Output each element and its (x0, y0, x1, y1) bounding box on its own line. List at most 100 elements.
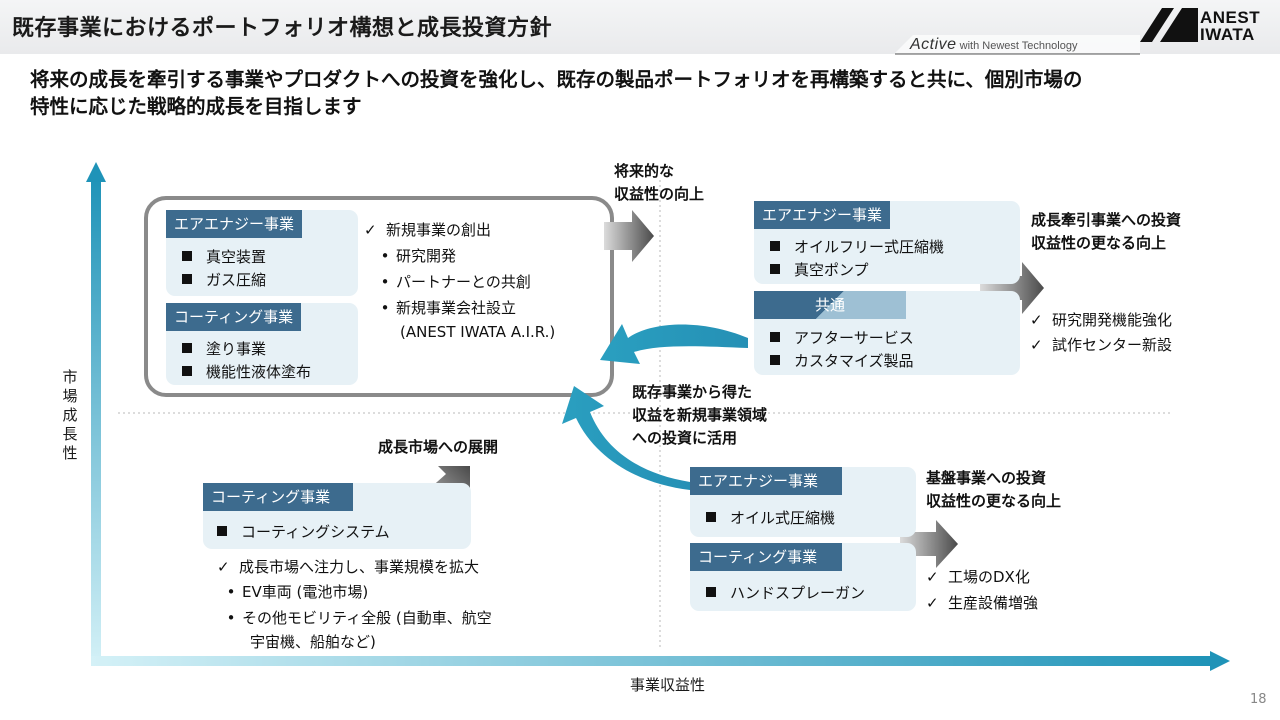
tagline: Active with Newest Technology (910, 36, 1077, 54)
heading-line: 収益性の更なる向上 (1031, 234, 1167, 252)
bullet-dot-icon: • (380, 299, 390, 317)
top-right-common-label: 共通 (754, 291, 906, 319)
check-icon: ✓ (926, 594, 939, 612)
list-item-text: オイル式圧縮機 (730, 509, 836, 527)
reinvest-curve-arrow-bottom-icon (562, 386, 690, 490)
tagline-brand: Active (910, 36, 957, 53)
x-axis-line (91, 656, 1211, 666)
future-profit-label: 将来的な 収益性の向上 (614, 160, 704, 206)
list-item: ✓ 生産設備増強 (926, 591, 1038, 615)
list-item: 真空装置 (182, 246, 266, 267)
company-logo: ANEST IWATA (1200, 9, 1260, 43)
top-left-coating-label: コーティング事業 (166, 303, 302, 331)
y-axis-label-char: 長 (62, 425, 78, 443)
y-axis-arrowhead (86, 162, 106, 182)
list-item-text: ハンドスプレーガン (730, 584, 866, 602)
bullet-square-icon (182, 343, 192, 353)
bullet-dot-icon: • (226, 609, 236, 627)
bottom-left-check: ✓ 成長市場へ注力し、事業規模を拡大 (217, 555, 479, 579)
logo-line1: ANEST (1200, 8, 1261, 27)
bullet-square-icon (182, 251, 192, 261)
list-item: ガス圧縮 (182, 269, 266, 290)
bottom-left-coating-label: コーティング事業 (203, 483, 353, 511)
bullet-square-icon (182, 274, 192, 284)
list-item-text: 機能性液体塗布 (206, 363, 312, 381)
tagline-banner (895, 35, 1140, 55)
bullet-dot-icon: • (226, 583, 236, 601)
list-item-text: アフターサービス (794, 329, 914, 347)
y-axis-label-char: 成 (62, 406, 78, 424)
bullet-square-icon (217, 526, 227, 536)
check-text: 成長市場へ注力し、事業規模を拡大 (239, 558, 480, 576)
list-item: ハンドスプレーガン (706, 582, 865, 603)
list-item-text: オイルフリー式圧縮機 (794, 238, 945, 256)
core-business-heading: 基盤事業への投資 収益性の更なる向上 (926, 467, 1061, 513)
page-number: 18 (1250, 692, 1267, 707)
subtitle: 将来の成長を牽引する事業やプロダクトへの投資を強化し、既存の製品ポートフォリオを… (30, 66, 1270, 120)
new-business-frame (144, 196, 614, 397)
growth-driver-heading: 成長牽引事業への投資 収益性の更なる向上 (1031, 209, 1181, 255)
reinvest-label: 既存事業から得た 収益を新規事業領域 への投資に活用 (632, 381, 767, 450)
top-left-air-energy-label: エアエナジー事業 (166, 210, 303, 238)
y-axis-label-char: 場 (62, 387, 78, 405)
list-item-text: パートナーとの共創 (396, 273, 531, 291)
growth-driver-arrow-icon (980, 262, 1044, 314)
list-item-text: 研究開発 (396, 247, 457, 265)
bottom-right-coating-label: コーティング事業 (690, 543, 842, 571)
list-item: •新規事業会社設立 (374, 296, 516, 320)
list-item: 真空ポンプ (770, 259, 869, 280)
check-icon: ✓ (1030, 311, 1043, 329)
list-item: ✓ 研究開発機能強化 (1030, 308, 1172, 332)
label-line: 将来的な (614, 162, 675, 180)
list-item: • その他モビリティ全般 (自動車、航空 (220, 606, 492, 630)
bullet-square-icon (770, 264, 780, 274)
label-line: 収益性の向上 (614, 185, 705, 203)
top-right-air-energy-label: エアエナジー事業 (754, 201, 891, 229)
bullet-square-icon (770, 241, 780, 251)
list-item: • EV車両 (電池市場) (220, 580, 369, 604)
list-item: 塗り事業 (182, 338, 266, 359)
y-axis-line (91, 178, 101, 666)
tagline-rest: with Newest Technology (956, 40, 1078, 52)
bullet-square-icon (706, 587, 716, 597)
check-text: 新規事業の創出 (386, 221, 492, 239)
list-item: • パートナーとの共創 (374, 270, 531, 294)
list-item-text: 真空ポンプ (794, 261, 869, 279)
y-axis-label: 市場成長性 (60, 368, 80, 463)
bullet-dot-icon: • (380, 273, 390, 291)
list-item-text: EV車両 (電池市場) (242, 583, 369, 601)
list-item-continuation: (ANEST IWATA A.I.R.) (400, 323, 556, 341)
x-axis-arrowhead (1210, 651, 1230, 671)
list-item-continuation: 宇宙機、船舶など) (250, 633, 376, 651)
list-item-text: 真空装置 (206, 248, 267, 266)
label-line: 収益を新規事業領域 (632, 406, 768, 424)
check-text: 生産設備増強 (948, 594, 1039, 612)
bottom-right-air-energy-label: エアエナジー事業 (690, 467, 842, 495)
list-item-text: カスタマイズ製品 (794, 352, 914, 370)
check-icon: ✓ (1030, 336, 1043, 354)
bullet-square-icon (770, 332, 780, 342)
list-item: コーティングシステム (217, 521, 390, 542)
list-item-text: ガス圧縮 (206, 271, 267, 289)
logo-line2: IWATA (1200, 25, 1255, 44)
y-axis-label-char: 市 (62, 368, 78, 386)
logo-mark-icon (1140, 8, 1198, 42)
growth-market-heading: 成長市場への展開 (378, 438, 499, 456)
list-item-text: コーティングシステム (241, 523, 390, 541)
future-profit-arrow-icon (604, 210, 654, 262)
list-item: 機能性液体塗布 (182, 361, 311, 382)
list-item-text: 塗り事業 (206, 340, 267, 358)
list-item-text: その他モビリティ全般 (自動車、航空 (242, 609, 492, 627)
bullet-dot-icon: • (380, 247, 390, 265)
subtitle-line1: 将来の成長を牽引する事業やプロダクトへの投資を強化し、既存の製品ポートフォリオを… (30, 68, 1083, 91)
bullet-square-icon (770, 355, 780, 365)
check-text: 試作センター新設 (1052, 336, 1173, 354)
list-item: • 研究開発 (374, 244, 456, 268)
subtitle-line2: 特性に応じた戦略的成長を目指します (30, 95, 362, 118)
bullet-square-icon (706, 512, 716, 522)
check-icon: ✓ (217, 558, 230, 576)
reinvest-curve-arrow-top-icon (600, 324, 748, 364)
top-left-check: ✓新規事業の創出 (364, 218, 491, 242)
check-text: 研究開発機能強化 (1052, 311, 1173, 329)
check-icon: ✓ (926, 568, 939, 586)
